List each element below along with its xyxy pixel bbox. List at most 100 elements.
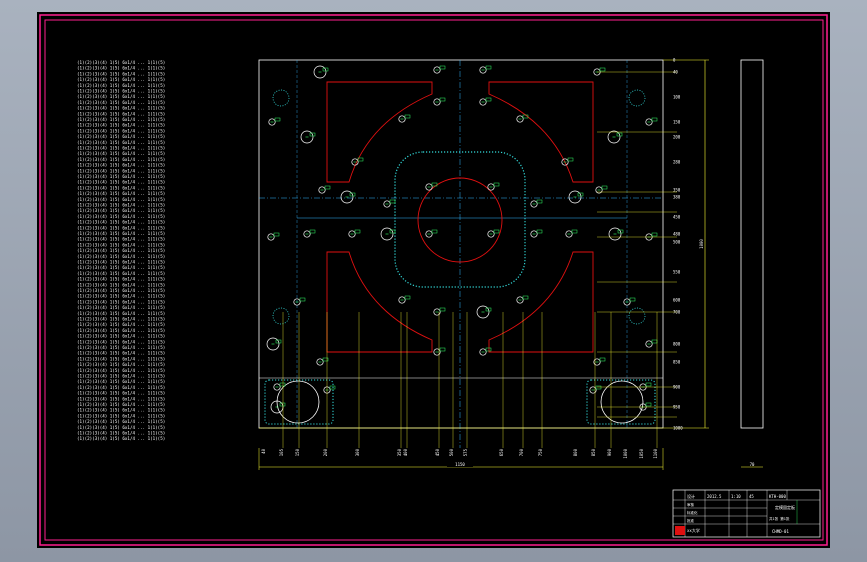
slot-bottom-right [488, 251, 594, 353]
hole-tag-icon [651, 117, 658, 122]
bottom-ordinate-label: 150 [295, 448, 300, 456]
hole-tag-icon [439, 307, 446, 312]
slot-bottom-left [326, 251, 433, 353]
hole-tag-icon [485, 347, 492, 352]
note-line: (1)(2)(3)(4) 1(5) 6x1/4 ... 1(1)(5) [77, 66, 165, 71]
sheet-outer-frame [39, 14, 828, 546]
screw-hole [433, 98, 441, 106]
right-ordinate-label: 0 [673, 58, 676, 63]
bottom-ordinate-label: 800 [573, 448, 578, 456]
screw-hole [530, 200, 538, 208]
screw-hole [300, 130, 314, 144]
screw-hole [516, 115, 524, 123]
note-line: (1)(2)(3)(4) 1(5) 6x1/4 ... 1(1)(5) [77, 254, 165, 259]
note-line: (1)(2)(3)(4) 1(5) 6x1/4 ... 1(1)(5) [77, 94, 165, 99]
hole-tag-icon [493, 182, 500, 187]
bottom-ordinate-label: 1000 [623, 448, 628, 458]
hole-tag-icon [522, 114, 529, 119]
screw-hole [380, 227, 394, 241]
hole-tag-icon [645, 402, 652, 407]
screw-hole [589, 386, 597, 394]
hole-tag-icon [439, 347, 446, 352]
hole-tag-icon [485, 65, 492, 70]
screw-hole [623, 298, 631, 306]
right-ordinate-label: 700 [673, 310, 681, 315]
screw-hole [516, 296, 524, 304]
guide-bore-bottom-left [276, 380, 320, 424]
hole-tag-icon [439, 65, 446, 70]
bottom-ordinate-label: 200 [323, 448, 328, 456]
hole-tag-icon [616, 132, 623, 137]
hole-tag-icon [273, 232, 280, 237]
note-line: (1)(2)(3)(4) 1(5) 6x1/4 ... 1(1)(5) [77, 111, 165, 116]
side-plate-outline [740, 59, 764, 429]
approve-label: 批准 [687, 518, 695, 523]
width-dim-text: 1150 [455, 462, 465, 467]
hole-tag-icon [404, 295, 411, 300]
hole-tag-icon [571, 229, 578, 234]
note-line: (1)(2)(3)(4) 1(5) 6x1/4 ... 1(1)(5) [77, 317, 165, 322]
note-line: (1)(2)(3)(4) 1(5) 6x1/4 ... 1(1)(5) [77, 396, 165, 401]
hole-tag-icon [595, 385, 602, 390]
screw-hole [607, 130, 621, 144]
note-line: (1)(2)(3)(4) 1(5) 6x1/4 ... 1(1)(5) [77, 299, 165, 304]
bottom-ordinate-label: 650 [499, 448, 504, 456]
note-line: (1)(2)(3)(4) 1(5) 6x1/4 ... 1(1)(5) [77, 391, 165, 396]
screw-hole [479, 348, 487, 356]
note-line: (1)(2)(3)(4) 1(5) 6x1/4 ... 1(1)(5) [77, 225, 165, 230]
screw-hole [268, 118, 276, 126]
hole-tag-icon [389, 199, 396, 204]
note-line: (1)(2)(3)(4) 1(5) 6x1/4 ... 1(1)(5) [77, 71, 165, 76]
right-ordinate-label: 550 [673, 270, 681, 275]
right-ordinate-marks: 0401001502002803503804504805005506007008… [673, 58, 683, 431]
screw-hole [530, 230, 538, 238]
note-line: (1)(2)(3)(4) 1(5) 6x1/4 ... 1(1)(5) [77, 282, 165, 287]
note-line: (1)(2)(3)(4) 1(5) 6x1/4 ... 1(1)(5) [77, 174, 165, 179]
reference-leaders [282, 71, 677, 448]
note-line: (1)(2)(3)(4) 1(5) 6x1/4 ... 1(1)(5) [77, 356, 165, 361]
bottom-ordinate-label: 500 [449, 448, 454, 456]
drawing-number: KTH-000 [769, 494, 786, 499]
hole-tag-icon [275, 339, 282, 344]
screw-hole [479, 66, 487, 74]
bottom-ordinate-label: 850 [591, 448, 596, 456]
bottom-ordinate-label: 1050 [639, 448, 644, 458]
note-line: (1)(2)(3)(4) 1(5) 6x1/4 ... 1(1)(5) [77, 374, 165, 379]
hole-tag-icon [322, 357, 329, 362]
school-name: xx大学 [687, 527, 700, 533]
hole-tag-icon [599, 357, 606, 362]
bottom-ordinate-label: 350 [397, 448, 402, 456]
hole-tag-icon [322, 67, 329, 72]
note-line: (1)(2)(3)(4) 1(5) 6x1/4 ... 1(1)(5) [77, 146, 165, 151]
guide-pin-hole-br [628, 307, 646, 325]
hole-tag-icon [357, 157, 364, 162]
screw-hole [479, 98, 487, 106]
note-line: (1)(2)(3)(4) 1(5) 6x1/4 ... 1(1)(5) [77, 208, 165, 213]
hole-tag-icon [651, 232, 658, 237]
screw-hole [608, 227, 622, 241]
right-ordinate-label: 800 [673, 342, 681, 347]
hole-tag-icon [651, 339, 658, 344]
drawing-canvas[interactable]: (1)(2)(3)(4) 1(5) 6x1/4 ... 1(1)(5)(1)(2… [37, 12, 830, 548]
screw-hole [267, 233, 275, 241]
hole-tag-icon [431, 229, 438, 234]
screw-hole [293, 298, 301, 306]
bottom-ordinate-label: 1100 [653, 448, 658, 458]
note-line: (1)(2)(3)(4) 1(5) 6x1/4 ... 1(1)(5) [77, 168, 165, 173]
hole-tag-icon [599, 67, 606, 72]
hole-tag-icon [439, 97, 446, 102]
bottom-ordinate-label: 105 [279, 448, 284, 456]
note-line: (1)(2)(3)(4) 1(5) 6x1/4 ... 1(1)(5) [77, 242, 165, 247]
sheet-inner-frame [44, 19, 824, 541]
right-ordinate-label: 480 [673, 232, 681, 237]
screw-hole [433, 348, 441, 356]
note-line: (1)(2)(3)(4) 1(5) 6x1/4 ... 1(1)(5) [77, 265, 165, 270]
note-line: (1)(2)(3)(4) 1(5) 6x1/4 ... 1(1)(5) [77, 425, 165, 430]
right-ordinate-label: 280 [673, 160, 681, 165]
slot-top-right [488, 81, 594, 183]
hole-tag-icon [354, 229, 361, 234]
note-line: (1)(2)(3)(4) 1(5) 6x1/4 ... 1(1)(5) [77, 368, 165, 373]
screw-hole [433, 66, 441, 74]
